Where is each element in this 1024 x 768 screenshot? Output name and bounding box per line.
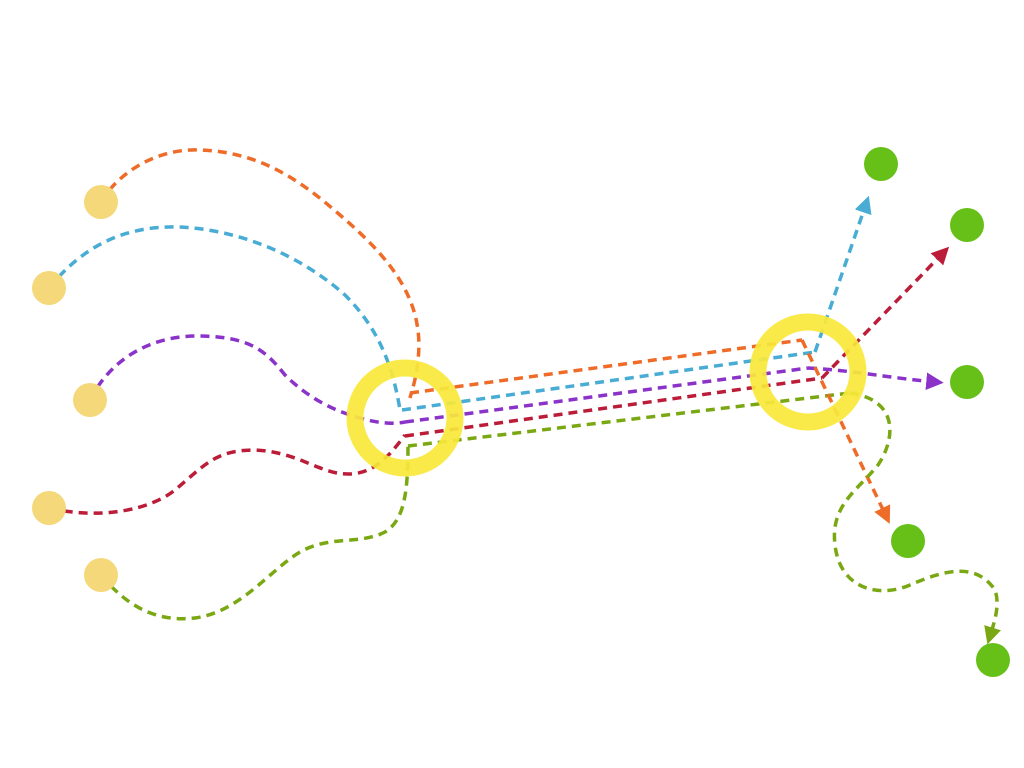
outgoing-flows <box>800 195 1001 645</box>
bundle-flows <box>401 338 851 448</box>
flow-purple-out <box>807 366 944 390</box>
source-node-purple <box>73 383 107 417</box>
left-hub <box>346 359 464 477</box>
target-node-purple <box>950 365 984 399</box>
target-node-blue <box>864 147 898 181</box>
flow-orange-in <box>99 148 421 399</box>
source-node-orange <box>84 185 118 219</box>
source-nodes <box>32 185 118 592</box>
flow-green-in <box>99 444 410 621</box>
source-node-red <box>32 491 66 525</box>
hubs <box>346 313 867 477</box>
target-nodes <box>864 147 1010 677</box>
incoming-flows <box>47 148 421 621</box>
right-hub <box>749 313 867 431</box>
flow-purple-in <box>88 334 406 425</box>
flow-red-out <box>820 246 950 380</box>
bundle-purple <box>404 366 809 424</box>
source-node-green <box>84 558 118 592</box>
bundle-orange <box>409 338 803 395</box>
flow-green-out <box>832 391 1001 645</box>
target-node-red <box>950 208 984 242</box>
target-node-orange <box>891 524 925 558</box>
target-node-green <box>976 643 1010 677</box>
flow-blue-out <box>813 195 872 353</box>
flow-red-in <box>48 433 407 515</box>
bundle-blue <box>401 350 816 412</box>
source-node-blue <box>32 271 66 305</box>
flow-orange-out <box>800 339 891 524</box>
